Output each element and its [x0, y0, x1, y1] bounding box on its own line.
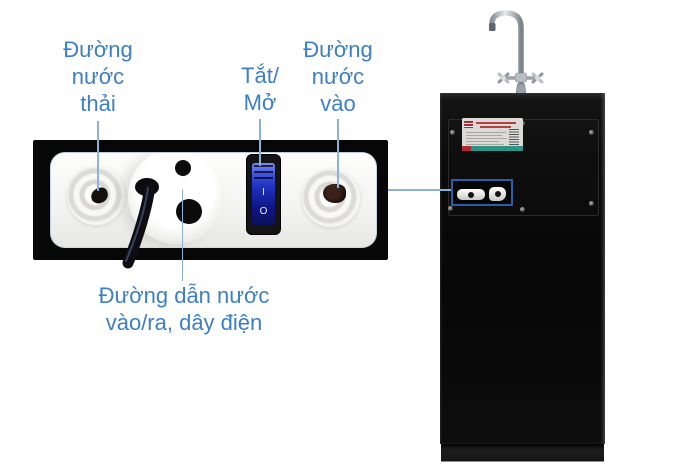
switch-off-mark: O: [259, 206, 268, 217]
callout-text-line: vào: [320, 91, 356, 116]
power-cable: [122, 178, 159, 269]
faucet-handle-left: [497, 72, 510, 84]
sticker-text-line: [466, 141, 499, 142]
sticker-title-line: [480, 126, 511, 128]
bottom-connection-panel: I O: [50, 152, 377, 248]
screw: [450, 130, 455, 135]
purifier-cabinet: [440, 93, 605, 444]
sticker-text-line: [466, 138, 507, 139]
screw: [589, 201, 594, 206]
screw: [589, 130, 594, 135]
faucet: [489, 10, 544, 96]
connector-line-power: [259, 119, 261, 166]
connection-highlight-box: [451, 179, 513, 206]
barcode: [509, 129, 519, 145]
cabinet-fitting: [457, 189, 485, 200]
callout-power-switch: Tắt/ Mở: [225, 62, 295, 116]
closeup-frame: I O: [33, 140, 388, 260]
connector-line-inlet: [337, 119, 339, 188]
callout-text-line: Đường dẫn nước: [98, 283, 270, 308]
callout-text-line: vào/ra, dây điện: [105, 310, 263, 335]
faucet-spout-tip: [489, 23, 496, 31]
connector-line-pipes: [181, 189, 183, 281]
small-port-hole: [175, 160, 191, 176]
connector-line-waste: [97, 121, 99, 191]
callout-text-line: thải: [80, 91, 116, 116]
switch-on-mark: I: [262, 187, 265, 198]
faucet-handle-right: [531, 72, 544, 84]
callout-waste-water-line: Đường nước thải: [38, 36, 158, 117]
callout-text-line: nước: [311, 64, 365, 89]
large-port-hole: [176, 199, 202, 224]
sticker-text-line: [466, 144, 504, 145]
callout-text-line: Tắt/: [241, 63, 279, 88]
sticker-text-line: [466, 132, 506, 133]
callout-text-line: nước: [71, 64, 125, 89]
callout-pipes-and-cord: Đường dẫn nước vào/ra, dây điện: [64, 282, 304, 336]
callout-text-line: Đường: [63, 37, 133, 62]
callout-water-inlet-line: Đường nước vào: [288, 36, 388, 117]
switch-ridges: [254, 165, 273, 183]
sticker-bottom-bar: [462, 146, 523, 151]
cabinet-base: [441, 444, 604, 462]
spec-label-sticker: [462, 118, 523, 151]
cabinet-back-panel: [448, 119, 599, 216]
water-inlet-hole: [323, 184, 346, 203]
screw: [448, 206, 453, 211]
callout-text-line: Đường: [303, 37, 373, 62]
cabinet-fitting-hole: [468, 192, 474, 198]
power-switch: I O: [247, 155, 280, 234]
cabinet-fitting: [489, 187, 506, 201]
power-switch-rocker: I O: [252, 163, 275, 226]
sticker-text-line: [466, 135, 502, 136]
callout-text-line: Mở: [243, 90, 277, 115]
sticker-red-corner: [462, 146, 471, 151]
screw: [520, 207, 525, 212]
brand-logo: [464, 121, 473, 128]
connector-line-closeup-to-cabinet: [388, 189, 451, 191]
sticker-title-line: [476, 122, 516, 124]
cabinet-fitting-hole: [495, 191, 501, 197]
